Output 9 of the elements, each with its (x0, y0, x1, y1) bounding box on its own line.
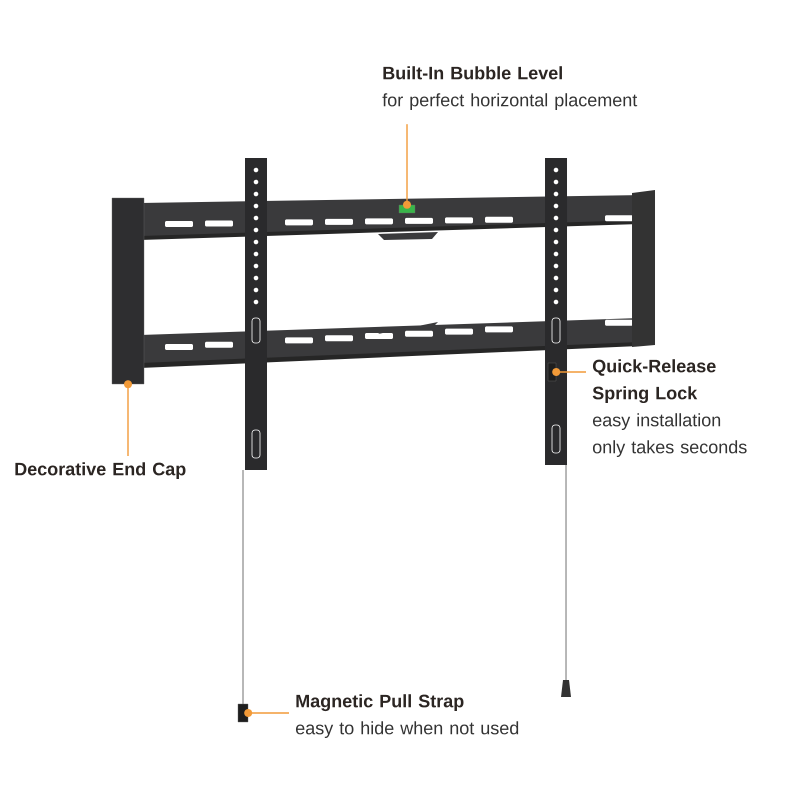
leader-line (403, 124, 411, 209)
callout-text: Built-In Bubble Level for perfect horizontal placement (382, 66, 638, 110)
leader-line (244, 709, 289, 717)
end-cap (112, 198, 144, 384)
callout-text: Magnetic Pull Strap easy to hide when not used (296, 694, 518, 738)
callout-text: Quick-Release Spring Lock easy installation only takes seconds (592, 359, 747, 457)
leader-line (124, 380, 132, 456)
callout-text: Decorative End Cap (15, 462, 186, 479)
leader-line (552, 368, 586, 376)
